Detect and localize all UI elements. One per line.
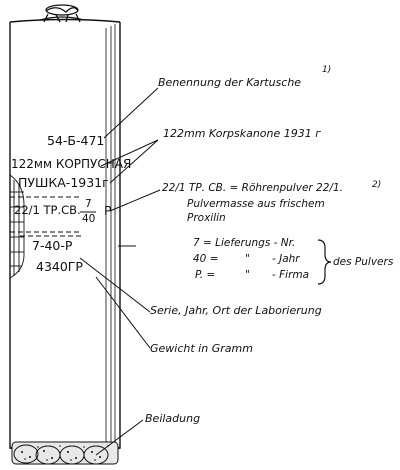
- label-benennung-note: 1): [322, 65, 332, 75]
- marking-fraction-top: 7: [85, 198, 92, 210]
- label-jahr-num: 40 =: [193, 253, 219, 265]
- label-gewicht: Gewicht in Gramm: [150, 342, 253, 355]
- marking-name-line1: 122мм КОРПУСНАЯ: [11, 157, 132, 171]
- marking-frame: [10, 196, 84, 237]
- leader-powder: [109, 189, 161, 212]
- label-powder-line3: Proxilin: [187, 212, 226, 224]
- label-jahr-word: - Jahr: [272, 253, 300, 265]
- label-firma-ditto: ": [245, 269, 250, 281]
- label-korpskanone: 122mm Korpskanone 1931 г: [163, 127, 322, 140]
- cartridge-tie: [39, 4, 85, 23]
- label-lief: 7 = Lieferungs - Nr.: [193, 237, 296, 249]
- marking-powder-suffix: Р: [104, 203, 112, 218]
- marking-series: 7-40-Р: [32, 238, 73, 253]
- label-powder-line1: 22/1 ТР. СВ. = Röhrenpulver 22/1.: [162, 182, 343, 194]
- label-powder-line2: Pulvermasse aus frischem: [187, 198, 325, 210]
- marking-fraction-bottom: 40: [82, 213, 96, 225]
- leader-gewicht: [95, 276, 151, 349]
- leader-benennung: [103, 87, 159, 139]
- label-beiladung: Beiladung: [145, 412, 201, 425]
- marking-weight: 4340ГР: [36, 259, 83, 274]
- marking-index: 54-Б-471: [47, 133, 105, 148]
- leader-beiladung: [95, 419, 144, 456]
- label-jahr-ditto: ": [245, 253, 250, 265]
- des-pulvers-brace: [317, 239, 332, 285]
- igniter-dots: [21, 445, 109, 461]
- label-benennung: Benennung der Kartusche: [158, 76, 302, 89]
- leader-korps-2: [109, 139, 159, 184]
- label-serie: Serie, Jahr, Ort der Laborierung: [150, 304, 322, 317]
- leader-serie: [79, 257, 151, 313]
- leader-korps-1: [100, 139, 159, 167]
- cartridge-top-edge: [9, 18, 121, 23]
- label-powder-note: 2): [372, 180, 382, 190]
- leader-lines: [79, 87, 161, 456]
- label-firma-p: P. =: [195, 269, 216, 281]
- label-des-pulvers: des Pulvers: [333, 256, 394, 268]
- marking-name-line2: ПУШКА-1931г: [18, 175, 109, 190]
- powder-sticks: [9, 174, 25, 279]
- cartridge-shading: [105, 24, 116, 446]
- label-firma-word: - Firma: [272, 269, 310, 281]
- marking-powder-prefix: 22/1 ТР.СВ.: [14, 203, 81, 217]
